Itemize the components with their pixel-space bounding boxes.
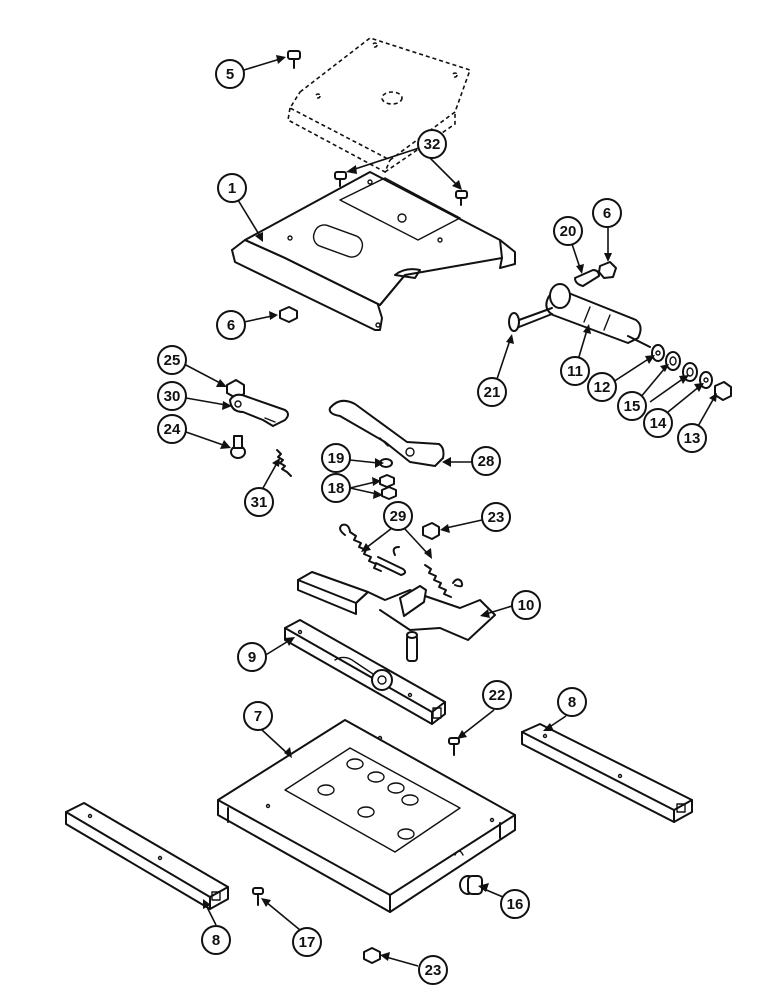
callout-30: 30 [157, 381, 187, 411]
callout-label-30: 30 [164, 388, 181, 405]
callout-8-right: 8 [557, 687, 587, 717]
part-21-bolt [508, 307, 553, 332]
callout-label-21: 21 [484, 384, 501, 401]
callout-18: 18 [321, 473, 351, 503]
callout-label-6-upper: 6 [603, 205, 611, 222]
callout-25: 25 [157, 345, 187, 375]
part-31-spring [276, 449, 292, 477]
part-17-screw [252, 887, 264, 906]
part-30-lever [229, 393, 289, 427]
callout-label-15: 15 [624, 398, 641, 415]
callout-20: 20 [553, 216, 583, 246]
callout-1: 1 [217, 173, 247, 203]
callout-label-13: 13 [684, 430, 701, 447]
callout-label-22: 22 [489, 687, 506, 704]
seat-top-plate [287, 37, 472, 174]
part-13-nut [714, 381, 732, 401]
part-11-damper [545, 283, 651, 348]
callout-label-24: 24 [164, 421, 181, 438]
callout-17: 17 [292, 927, 322, 957]
callout-label-8-right: 8 [568, 694, 576, 711]
callout-label-6-lower: 6 [227, 317, 235, 334]
callout-13: 13 [677, 423, 707, 453]
callout-label-19: 19 [328, 450, 345, 467]
callout-label-17: 17 [299, 934, 316, 951]
callout-29: 29 [383, 501, 413, 531]
callout-label-7: 7 [254, 708, 262, 725]
callout-label-20: 20 [560, 223, 577, 240]
callout-6-lower: 6 [216, 310, 246, 340]
callout-label-18: 18 [328, 480, 345, 497]
callout-31: 31 [244, 487, 274, 517]
callout-9: 9 [237, 642, 267, 672]
callout-14: 14 [643, 408, 673, 438]
callout-label-10: 10 [518, 597, 535, 614]
callout-label-32: 32 [424, 136, 441, 153]
part-18-nuts [379, 474, 397, 500]
callout-32: 32 [417, 129, 447, 159]
leader-lines [183, 55, 717, 967]
part-6-nut-left [279, 306, 298, 323]
callout-21: 21 [477, 377, 507, 407]
callout-23-upper: 23 [481, 502, 511, 532]
part-32-screws [334, 171, 468, 206]
callout-5: 5 [215, 59, 245, 89]
callout-label-11: 11 [567, 363, 583, 380]
callout-label-9: 9 [248, 649, 256, 666]
part-10-bracket [297, 571, 496, 662]
part-8-rail-left [65, 802, 229, 910]
part-5-screw [287, 50, 301, 69]
callout-label-5: 5 [226, 66, 234, 83]
part-29-springs [339, 523, 464, 598]
callout-7: 7 [243, 701, 273, 731]
callout-24: 24 [157, 414, 187, 444]
callout-label-23-upper: 23 [488, 509, 505, 526]
callout-6-upper: 6 [592, 198, 622, 228]
part-23-nut-upper [422, 522, 440, 540]
part-15-bushing [665, 351, 681, 371]
part-7-base-frame [217, 719, 516, 913]
part-16-bumper [459, 875, 483, 895]
part-20-fitting [574, 269, 600, 287]
callout-8-left: 8 [201, 925, 231, 955]
callout-22: 22 [482, 680, 512, 710]
callout-label-8-left: 8 [212, 932, 220, 949]
part-28-lever [328, 399, 445, 467]
callout-15: 15 [617, 391, 647, 421]
part-22-screw [448, 737, 460, 756]
callout-28: 28 [471, 446, 501, 476]
callout-label-12: 12 [594, 379, 611, 396]
callout-label-14: 14 [650, 415, 667, 432]
part-8-rail-right [521, 723, 693, 823]
callout-label-31: 31 [251, 494, 268, 511]
part-12-washer [651, 344, 665, 362]
callout-label-16: 16 [507, 896, 524, 913]
callout-12: 12 [587, 372, 617, 402]
callout-label-23-lower: 23 [425, 962, 442, 979]
callout-label-1: 1 [228, 180, 236, 197]
part-23-nut-lower [363, 947, 381, 964]
part-9-rail [284, 619, 446, 725]
part-24-stud [230, 435, 246, 459]
part-1-slide-plate [231, 171, 516, 331]
callout-label-25: 25 [164, 352, 181, 369]
callout-19: 19 [321, 443, 351, 473]
part-25-nut [226, 379, 245, 399]
callout-16: 16 [500, 889, 530, 919]
callout-label-29: 29 [390, 508, 407, 525]
callout-label-28: 28 [478, 453, 495, 470]
callout-11: 11 [560, 356, 590, 386]
part-6-nut-right [598, 261, 617, 279]
callout-23-lower: 23 [418, 955, 448, 985]
callout-10: 10 [511, 590, 541, 620]
